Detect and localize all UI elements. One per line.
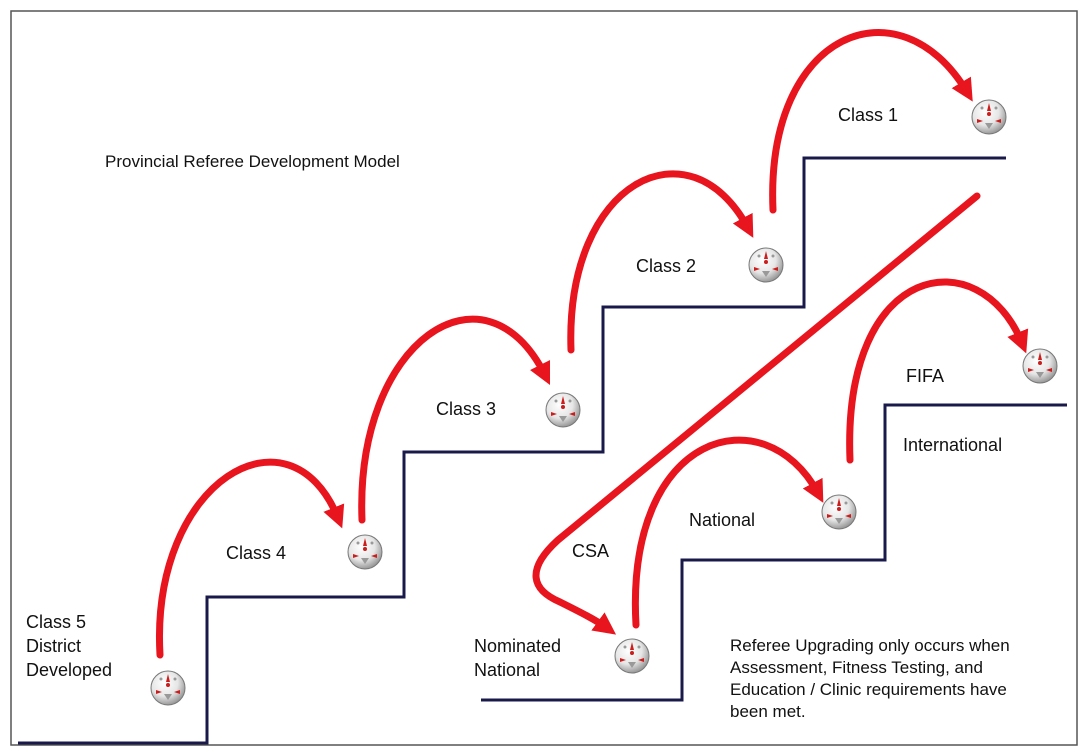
arrow-national-to-fifa [846, 278, 1029, 464]
label-class-4: Class 4 [226, 543, 287, 563]
frame-border [10, 10, 1078, 746]
soccer-ball-icon [971, 99, 1007, 135]
arrow-class2-to-class1 [769, 29, 973, 214]
label-nominated-national: Nominated National [474, 636, 562, 680]
label-international: International [903, 435, 1003, 455]
main-staircase [18, 156, 1006, 745]
soccer-ball-icon [150, 670, 186, 706]
label-csa: CSA [572, 541, 610, 561]
label-class-3: Class 3 [436, 399, 497, 419]
upgrade-note: Referee Upgrading only occurs when Asses… [730, 636, 1010, 721]
label-class-5: Class 5 District Developed [26, 612, 113, 680]
soccer-ball-icon [748, 247, 784, 283]
label-national: National [689, 510, 756, 530]
soccer-ball-icon [545, 392, 581, 428]
diagram-title: Provincial Referee Development Model [105, 152, 400, 171]
label-fifa: FIFA [906, 366, 945, 386]
arrow-class4-to-class3 [358, 315, 551, 524]
soccer-ball-icon [1022, 348, 1058, 384]
national-staircase [481, 403, 1067, 702]
arrow-class1-to-nominated-national [532, 192, 981, 635]
soccer-ball-icon [821, 494, 857, 530]
arrow-class5-to-class4 [156, 458, 345, 659]
soccer-ball-icon [347, 534, 383, 570]
arrow-nominated-to-national [631, 436, 824, 629]
arrow-class3-to-class2 [567, 170, 754, 354]
label-class-2: Class 2 [636, 256, 697, 276]
soccer-ball-icon [614, 638, 650, 674]
label-class-1: Class 1 [838, 105, 899, 125]
